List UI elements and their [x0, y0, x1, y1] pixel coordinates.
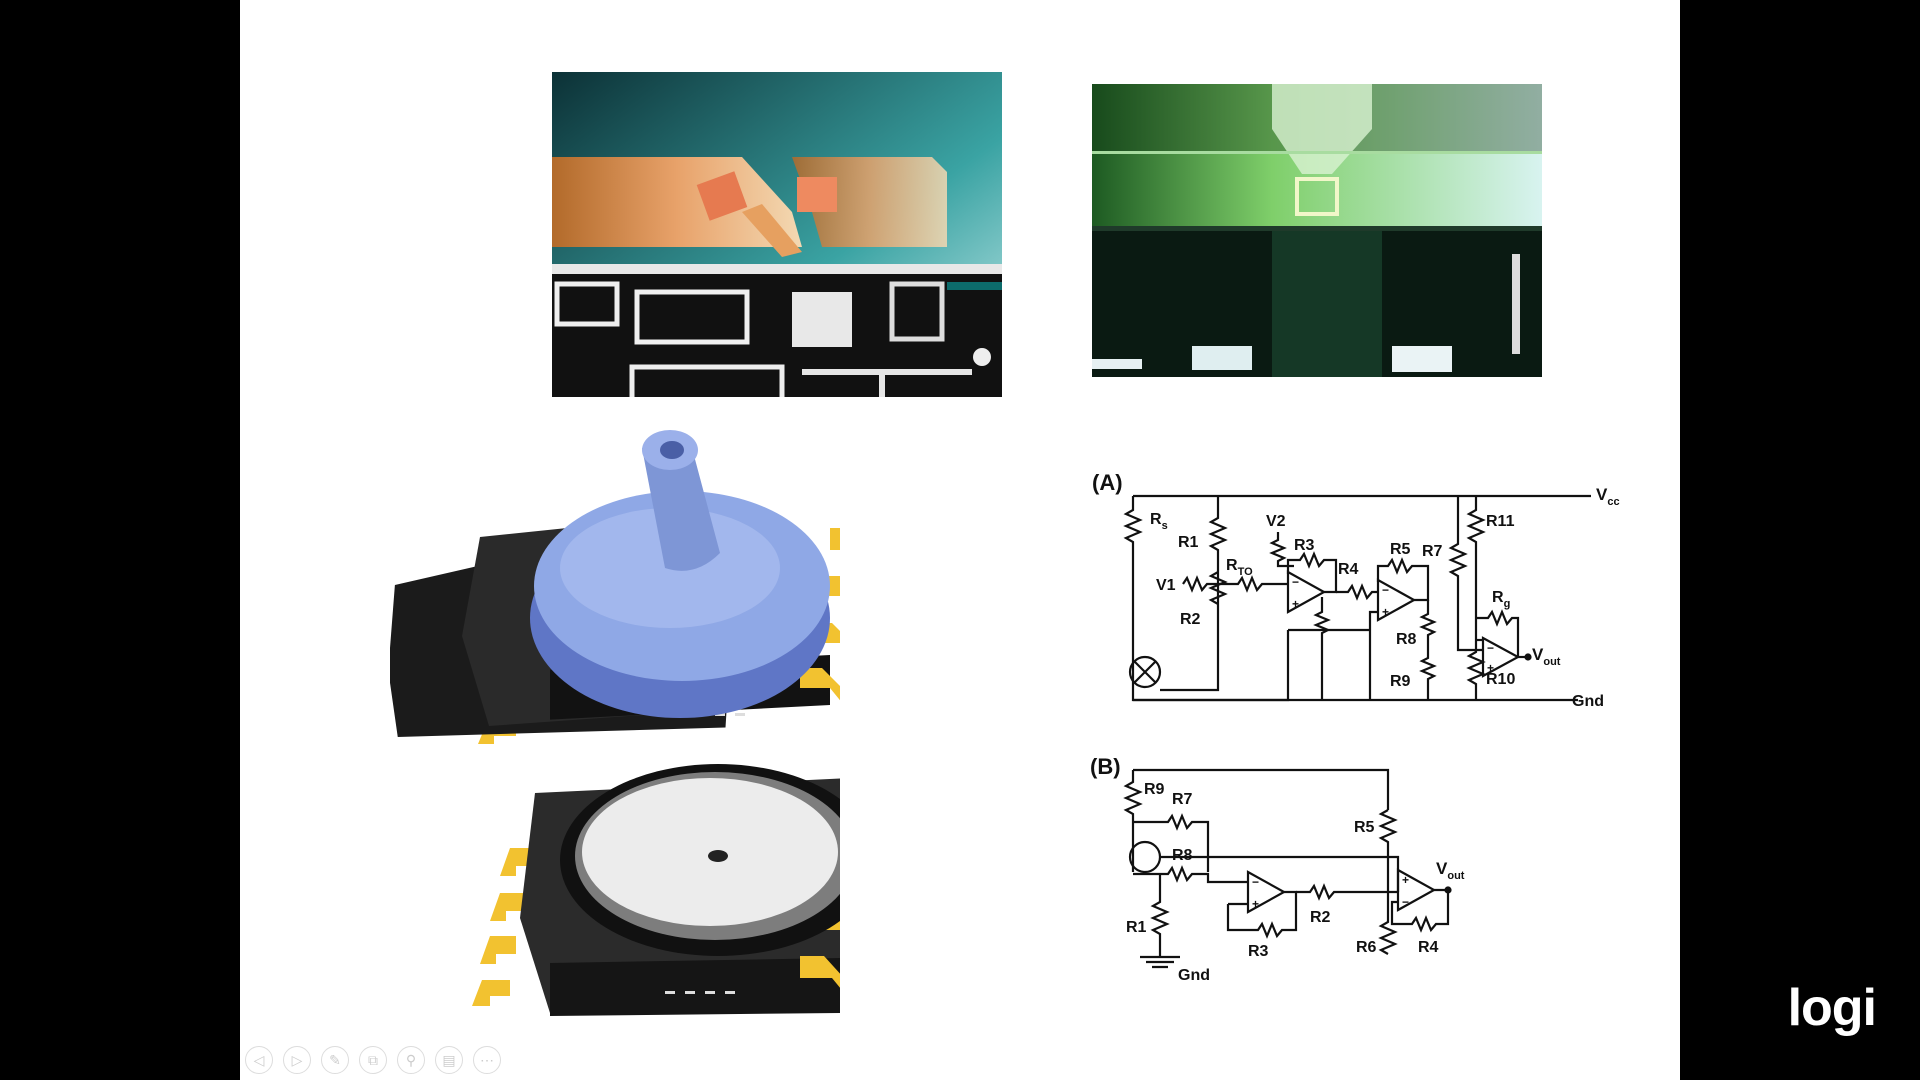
gnd-b-label: Gnd: [1178, 967, 1210, 984]
pressure-sensor-open-top: [390, 748, 914, 1018]
v1-label: V1: [1156, 577, 1176, 594]
rg-label: Rg: [1492, 589, 1510, 610]
rs-label: Rs: [1150, 511, 1168, 532]
vcc-label: Vcc: [1596, 485, 1620, 508]
next-slide-button[interactable]: ▷: [283, 1046, 311, 1074]
svg-text:+: +: [1487, 661, 1494, 675]
svg-text:−: −: [1487, 641, 1494, 655]
more-button[interactable]: ⋯: [473, 1046, 501, 1074]
zoom-button[interactable]: ⚲: [397, 1046, 425, 1074]
r3-label: R3: [1294, 537, 1315, 554]
r10-label: R10: [1486, 671, 1515, 688]
presentation-slide: (A) Vcc Rs Gnd R1 R2 V1 RTO V2: [240, 0, 1680, 1080]
arrow-right-icon: ▷: [291, 1051, 303, 1068]
r2-b-label: R2: [1310, 909, 1331, 926]
r3-b-label: R3: [1248, 943, 1269, 960]
r5-label: R5: [1390, 541, 1411, 558]
r5-b-label: R5: [1354, 819, 1375, 836]
svg-text:+: +: [1252, 897, 1259, 911]
r6-b-label: R6: [1356, 939, 1377, 956]
pen-icon: ✎: [329, 1051, 341, 1068]
arrow-left-icon: ◁: [253, 1051, 265, 1068]
prev-slide-button[interactable]: ◁: [245, 1046, 273, 1074]
r11-label: R11: [1486, 513, 1515, 530]
svg-text:+: +: [1382, 605, 1389, 619]
r8-b-label: R8: [1172, 847, 1193, 864]
v2-label: V2: [1266, 513, 1286, 530]
r7-b-label: R7: [1172, 791, 1193, 808]
svg-text:−: −: [1382, 583, 1389, 597]
slides-button[interactable]: ⧉: [359, 1046, 387, 1074]
circuit-diagram-a: (A) Vcc Rs Gnd R1 R2 V1 RTO V2: [1088, 462, 1680, 722]
vout-label: Vout: [1532, 645, 1561, 668]
r7-label: R7: [1422, 543, 1443, 560]
svg-text:−: −: [1292, 575, 1299, 589]
r1-label: R1: [1178, 534, 1199, 551]
svg-text:−: −: [1402, 895, 1409, 909]
r9-label: R9: [1390, 673, 1411, 690]
r8-label: R8: [1396, 631, 1417, 648]
r9-b-label: R9: [1144, 781, 1165, 798]
rto-label: RTO: [1226, 557, 1253, 578]
vout-b-label: Vout: [1436, 859, 1465, 882]
more-icon: ⋯: [480, 1051, 494, 1068]
slides-icon: ⧉: [368, 1051, 378, 1068]
svg-text:+: +: [1402, 873, 1409, 887]
magnifier-icon: ⚲: [405, 1051, 417, 1068]
pen-button[interactable]: ✎: [321, 1046, 349, 1074]
svg-text:+: +: [1292, 597, 1299, 611]
screen-button[interactable]: ▤: [435, 1046, 463, 1074]
chip-micrograph-orange: [552, 72, 1002, 397]
pressure-sensor-with-port: [388, 418, 912, 748]
screen-icon: ▤: [442, 1051, 456, 1068]
svg-text:−: −: [1252, 875, 1259, 889]
circuit-diagram-b: (B) R9 R7 R8 R1 Gnd − + R3: [1088, 752, 1680, 1002]
chip-micrograph-green: [1092, 84, 1542, 377]
r4-b-label: R4: [1418, 939, 1439, 956]
slideshow-toolbar: ◁ ▷ ✎ ⧉ ⚲ ▤ ⋯: [240, 1046, 501, 1076]
circuit-b-panel-label: (B): [1090, 754, 1121, 779]
r1-b-label: R1: [1126, 919, 1147, 936]
gnd-label: Gnd: [1572, 693, 1604, 710]
r4-label: R4: [1338, 561, 1359, 578]
r2-label: R2: [1180, 611, 1201, 628]
logi-watermark: logi: [1787, 979, 1877, 1037]
circuit-a-panel-label: (A): [1092, 470, 1123, 495]
